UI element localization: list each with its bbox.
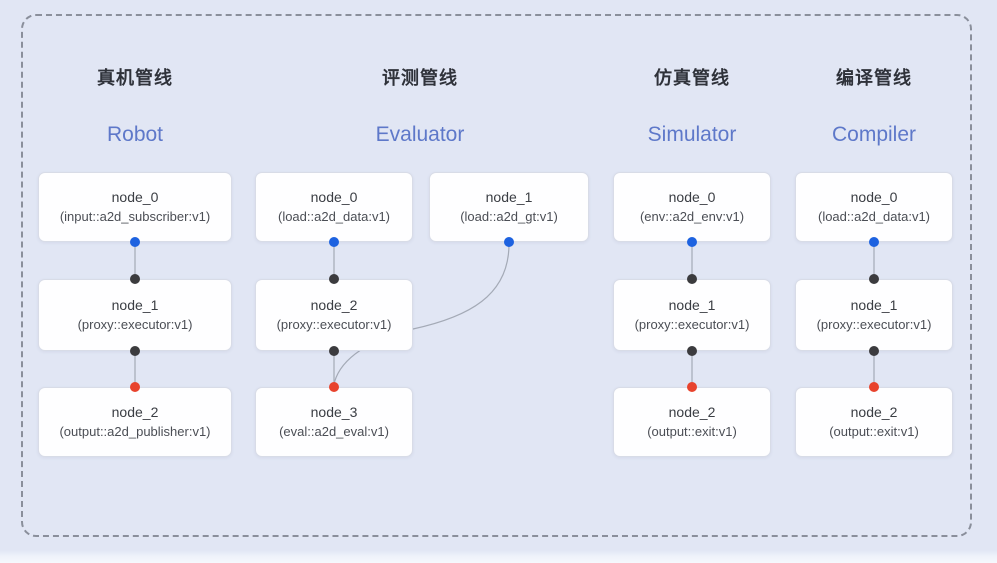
robot-node-1[interactable]: node_1(proxy::executor:v1) [38, 279, 232, 351]
port-black-top-compiler-node-1 [869, 274, 879, 284]
node-type-label: (output::a2d_publisher:v1) [59, 424, 211, 440]
pipeline-title-cn-robot: 真机管线 [97, 68, 173, 88]
pipeline-title-en-simulator: Simulator [647, 123, 737, 146]
node-type-label: (proxy::executor:v1) [276, 317, 392, 333]
node-type-label: (load::a2d_data:v1) [817, 209, 931, 225]
node-name-label: node_2 [668, 404, 716, 421]
simulator-node-1[interactable]: node_1(proxy::executor:v1) [613, 279, 771, 351]
simulator-node-0[interactable]: node_0(env::a2d_env:v1) [613, 172, 771, 242]
port-red-top-robot-node-2 [130, 382, 140, 392]
port-red-top-compiler-node-2 [869, 382, 879, 392]
edge-evaluator-2 [333, 243, 510, 385]
node-name-label: node_1 [668, 297, 716, 314]
node-type-label: (load::a2d_gt:v1) [460, 209, 558, 225]
port-blue-bottom-evaluator-node-1 [504, 237, 514, 247]
pipeline-title-cn-simulator: 仿真管线 [654, 68, 730, 88]
node-name-label: node_0 [111, 189, 159, 206]
port-black-top-simulator-node-1 [687, 274, 697, 284]
port-black-top-evaluator-node-2 [329, 274, 339, 284]
node-type-label: (proxy::executor:v1) [77, 317, 193, 333]
node-type-label: (eval::a2d_eval:v1) [279, 424, 389, 440]
node-type-label: (output::exit:v1) [647, 424, 737, 440]
compiler-node-1[interactable]: node_1(proxy::executor:v1) [795, 279, 953, 351]
node-name-label: node_0 [668, 189, 716, 206]
node-type-label: (proxy::executor:v1) [634, 317, 750, 333]
node-type-label: (output::exit:v1) [829, 424, 919, 440]
robot-node-0[interactable]: node_0(input::a2d_subscriber:v1) [38, 172, 232, 242]
port-red-top-evaluator-node-3 [329, 382, 339, 392]
evaluator-node-2[interactable]: node_2(proxy::executor:v1) [255, 279, 413, 351]
simulator-node-2[interactable]: node_2(output::exit:v1) [613, 387, 771, 457]
robot-node-2[interactable]: node_2(output::a2d_publisher:v1) [38, 387, 232, 457]
port-black-bottom-evaluator-node-2 [329, 346, 339, 356]
node-name-label: node_1 [850, 297, 898, 314]
pipeline-title-en-robot: Robot [106, 123, 164, 146]
node-name-label: node_0 [850, 189, 898, 206]
port-black-bottom-compiler-node-1 [869, 346, 879, 356]
port-blue-bottom-evaluator-node-0 [329, 237, 339, 247]
evaluator-node-1[interactable]: node_1(load::a2d_gt:v1) [429, 172, 589, 242]
evaluator-node-0[interactable]: node_0(load::a2d_data:v1) [255, 172, 413, 242]
node-name-label: node_0 [310, 189, 358, 206]
node-name-label: node_1 [111, 297, 159, 314]
pipeline-title-cn-evaluator: 评测管线 [382, 68, 458, 88]
node-name-label: node_3 [310, 404, 358, 421]
evaluator-node-3[interactable]: node_3(eval::a2d_eval:v1) [255, 387, 413, 457]
pipeline-title-cn-compiler: 编译管线 [836, 68, 912, 88]
node-type-label: (load::a2d_data:v1) [277, 209, 391, 225]
compiler-node-2[interactable]: node_2(output::exit:v1) [795, 387, 953, 457]
port-black-top-robot-node-1 [130, 274, 140, 284]
node-type-label: (proxy::executor:v1) [816, 317, 932, 333]
port-blue-bottom-simulator-node-0 [687, 237, 697, 247]
node-name-label: node_2 [310, 297, 358, 314]
node-name-label: node_2 [111, 404, 159, 421]
pipeline-title-en-evaluator: Evaluator [375, 123, 465, 146]
node-name-label: node_2 [850, 404, 898, 421]
port-blue-bottom-compiler-node-0 [869, 237, 879, 247]
port-red-top-simulator-node-2 [687, 382, 697, 392]
node-name-label: node_1 [485, 189, 533, 206]
port-black-bottom-simulator-node-1 [687, 346, 697, 356]
port-black-bottom-robot-node-1 [130, 346, 140, 356]
node-type-label: (env::a2d_env:v1) [639, 209, 745, 225]
port-blue-bottom-robot-node-0 [130, 237, 140, 247]
pipeline-title-en-compiler: Compiler [831, 123, 917, 146]
node-type-label: (input::a2d_subscriber:v1) [59, 209, 211, 225]
compiler-node-0[interactable]: node_0(load::a2d_data:v1) [795, 172, 953, 242]
